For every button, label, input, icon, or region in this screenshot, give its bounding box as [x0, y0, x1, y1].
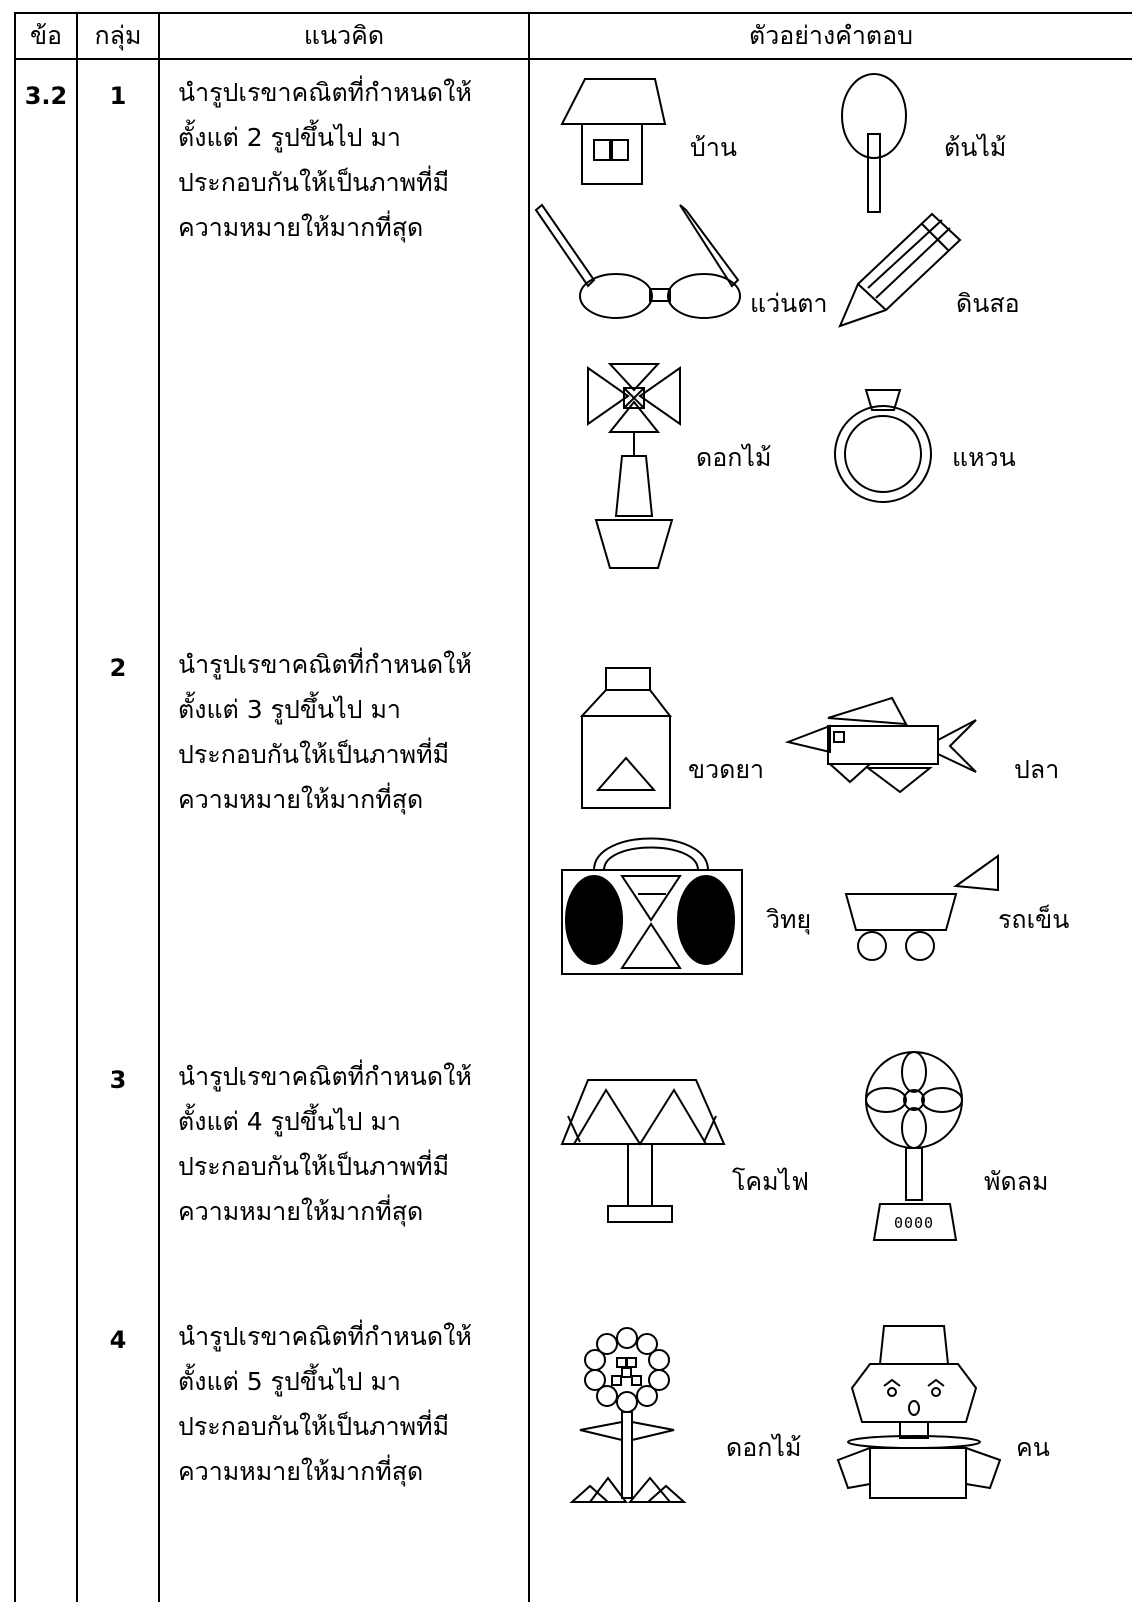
medicine-bottle-drawing [579, 667, 673, 809]
table-top-border [14, 12, 1132, 14]
column-divider [76, 12, 78, 1602]
person-label: คน [1016, 1433, 1050, 1462]
cart-drawing [844, 854, 999, 961]
header-concept: แนวคิด [303, 21, 385, 50]
house-label: บ้าน [690, 133, 737, 162]
flower-label: ดอกไม้ [726, 1433, 802, 1462]
column-divider [528, 12, 530, 1602]
group-number: 2 [109, 654, 127, 682]
group-number: 4 [109, 1326, 127, 1354]
header-group: กลุ่ม [94, 21, 142, 50]
ring-drawing [834, 389, 932, 503]
fan-base-text: 0000 [893, 1214, 935, 1232]
fish-label: ปลา [1014, 755, 1060, 784]
lamp-drawing [560, 1079, 726, 1223]
lamp-label: โคมไฟ [732, 1167, 809, 1196]
flower-drawing [569, 1327, 687, 1503]
medicine-bottle-label: ขวดยา [688, 755, 765, 784]
pencil-drawing [838, 212, 962, 328]
radio-drawing [561, 837, 743, 975]
ring-label: แหวน [952, 443, 1016, 472]
person-drawing [836, 1325, 1002, 1499]
house-drawing [560, 78, 667, 185]
flower-pot-drawing [587, 363, 681, 569]
concept-text: นำรูปเรขาคณิตที่กำหนดให้ ตั้งแต่ 4 รูปขึ… [178, 1062, 472, 1226]
fish-drawing [784, 696, 977, 794]
concept-text: นำรูปเรขาคณิตที่กำหนดให้ ตั้งแต่ 3 รูปขึ… [178, 650, 472, 814]
column-divider [158, 12, 160, 1602]
fan-label: พัดลม [984, 1167, 1049, 1196]
group-number: 1 [109, 82, 127, 110]
concept-text: นำรูปเรขาคณิตที่กำหนดให้ ตั้งแต่ 5 รูปขึ… [178, 1322, 472, 1486]
column-divider [14, 12, 16, 1602]
glasses-drawing [534, 203, 741, 319]
header-bottom-border [14, 58, 1132, 60]
concept-text: นำรูปเรขาคณิตที่กำหนดให้ ตั้งแต่ 2 รูปขึ… [178, 78, 472, 242]
cart-label: รถเข็น [998, 905, 1070, 934]
group-number: 3 [109, 1066, 127, 1094]
item-number: 3.2 [24, 82, 68, 110]
tree-drawing [841, 73, 907, 213]
glasses-label: แว่นตา [750, 289, 828, 318]
radio-label: วิทยุ [766, 905, 812, 934]
tree-label: ต้นไม้ [944, 133, 1007, 162]
flower-label: ดอกไม้ [696, 443, 772, 472]
header-item-number: ข้อ [29, 21, 63, 50]
fan-drawing [865, 1051, 963, 1241]
header-example-answer: ตัวอย่างคำตอบ [748, 21, 914, 50]
pencil-label: ดินสอ [956, 289, 1020, 318]
